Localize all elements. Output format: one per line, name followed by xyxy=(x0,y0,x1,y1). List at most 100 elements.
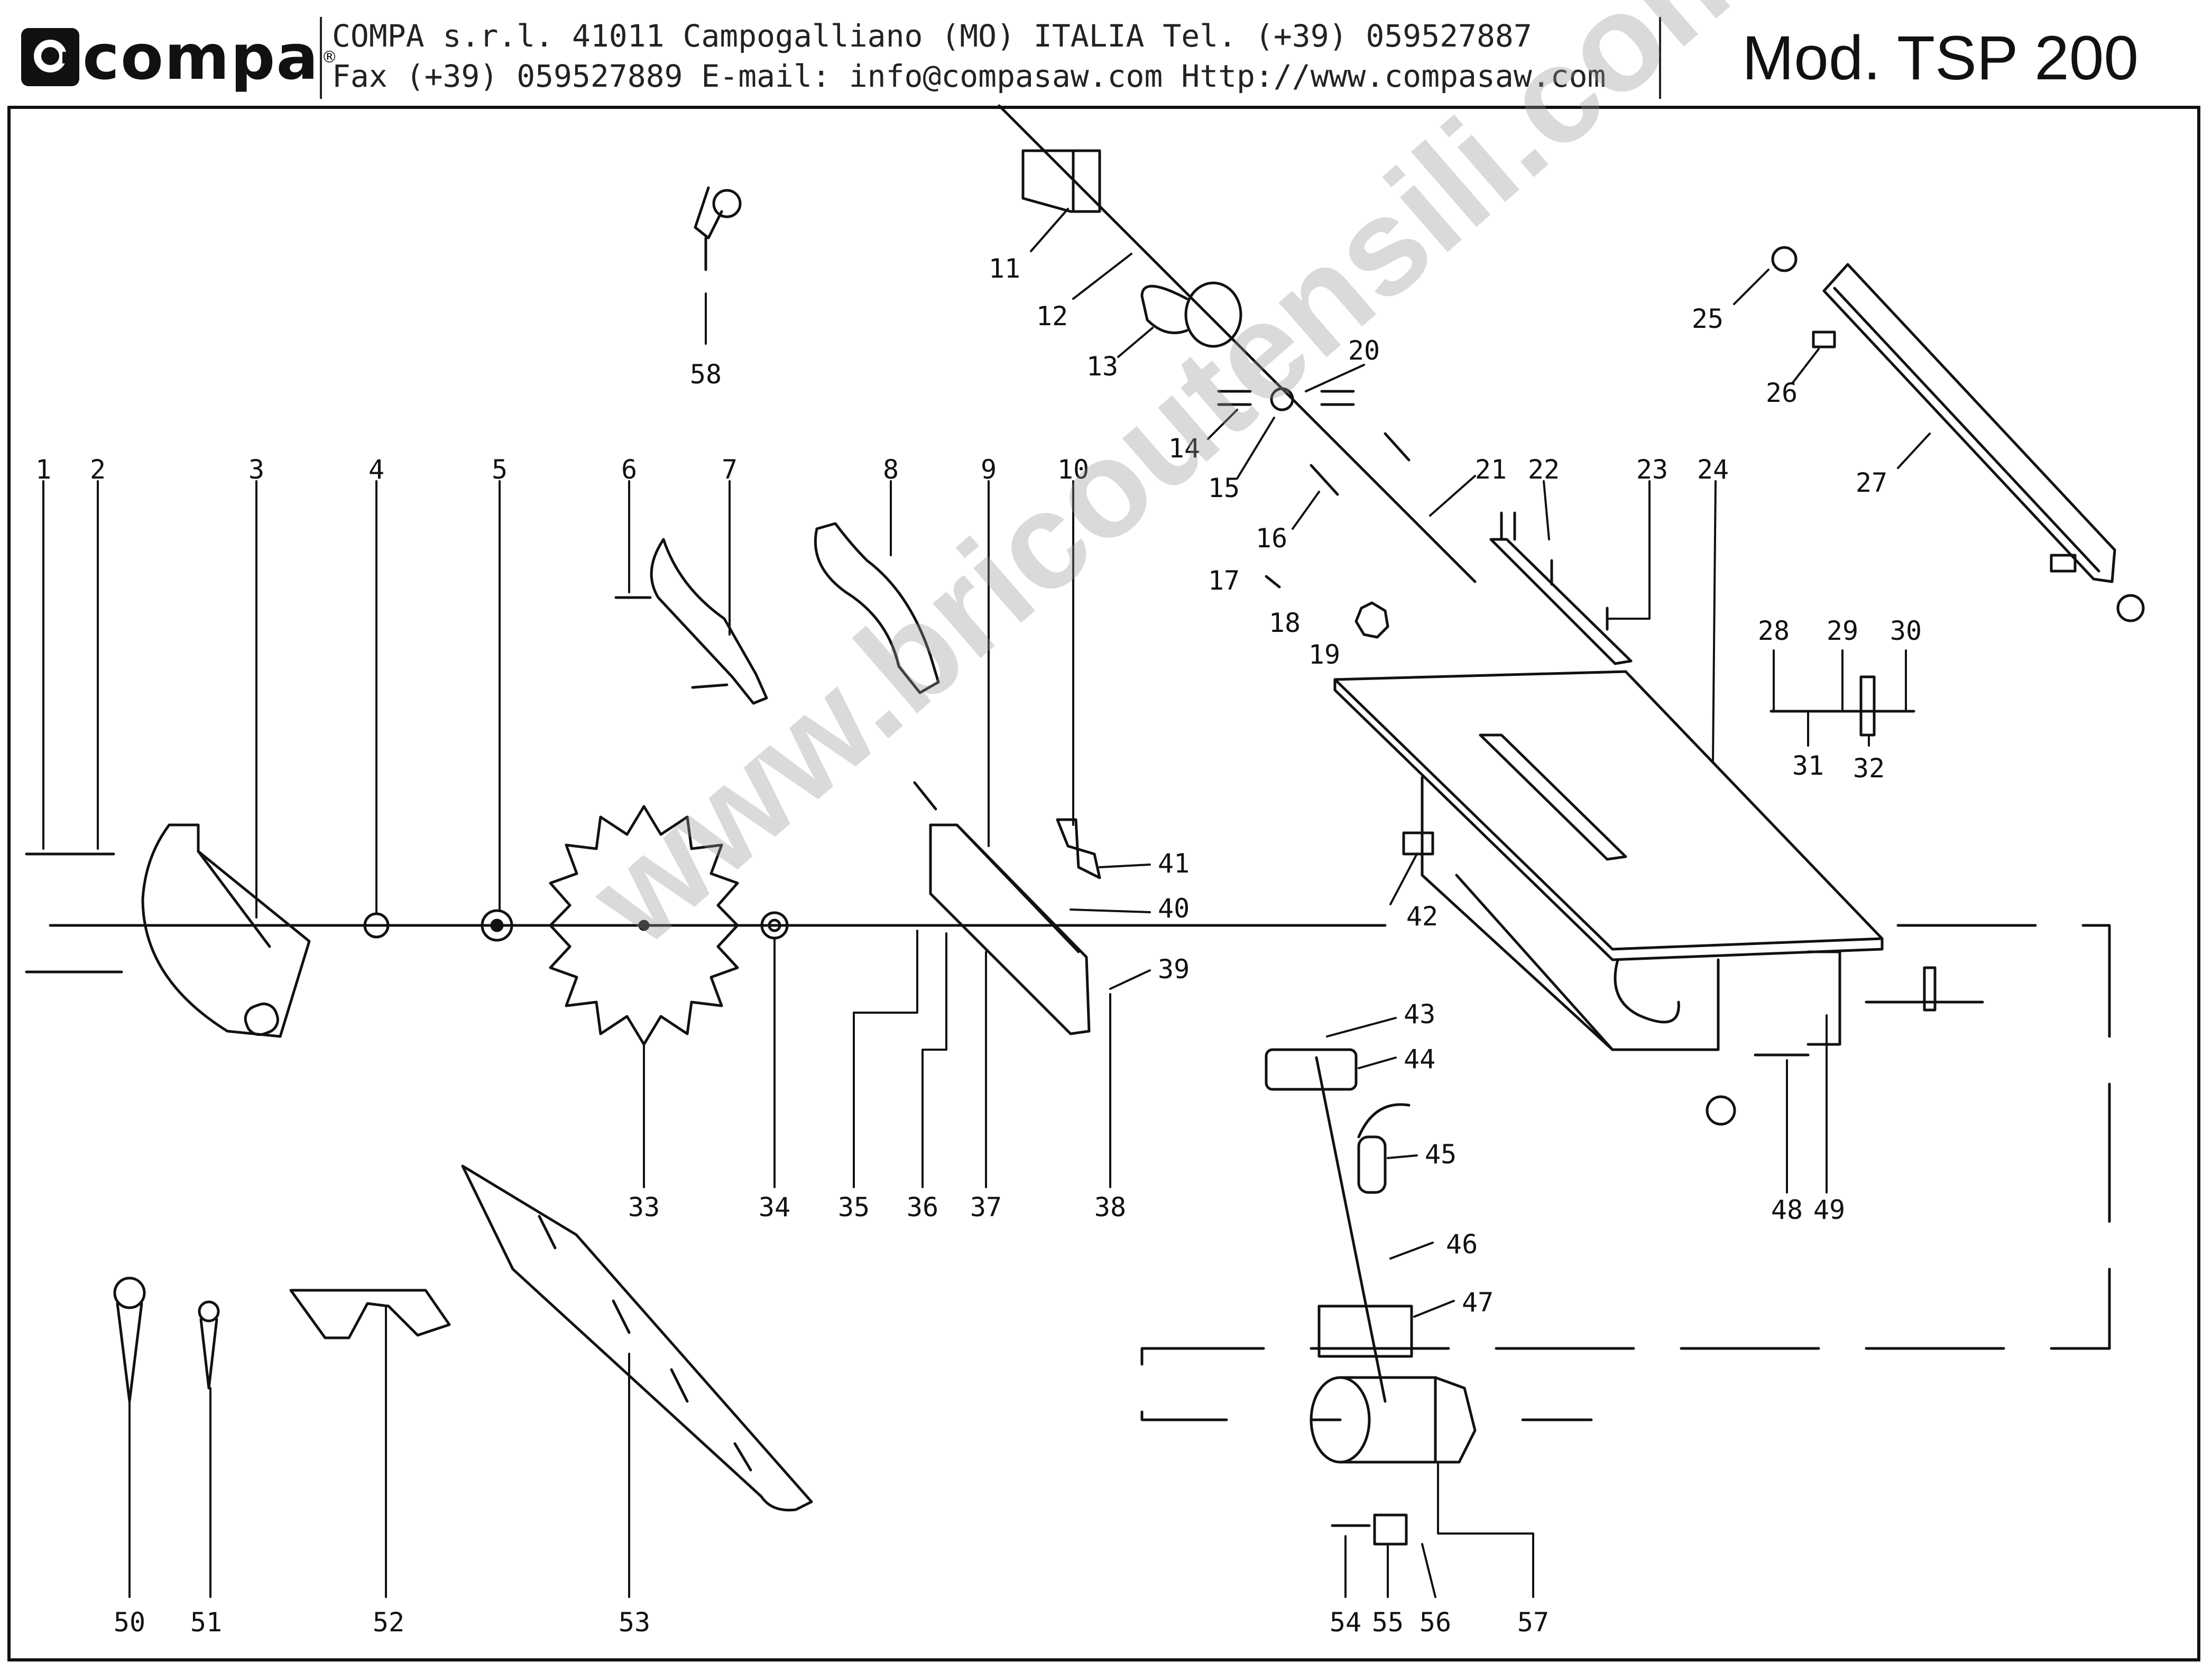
callout-56: 56 xyxy=(1420,1607,1451,1638)
callout-11: 11 xyxy=(989,253,1020,284)
callout-43: 43 xyxy=(1404,999,1435,1030)
part-8-upper-guard xyxy=(814,522,940,694)
registered-mark-icon: ® xyxy=(321,48,338,67)
contact-line-2: Fax (+39) 059527889 E-mail: info@compasa… xyxy=(332,58,1606,94)
callout-25: 25 xyxy=(1692,304,1723,334)
part-44-switch-housing xyxy=(1265,1048,1358,1091)
part-15-coupling xyxy=(1217,387,1355,411)
part-17-screw xyxy=(1265,575,1281,589)
part-47-switch-box xyxy=(1317,1305,1413,1358)
callout-34: 34 xyxy=(759,1192,790,1223)
part-25-washer xyxy=(1771,246,1798,272)
callout-26: 26 xyxy=(1766,378,1798,408)
callout-55: 55 xyxy=(1372,1607,1404,1638)
callout-33: 33 xyxy=(628,1192,660,1223)
callout-46: 46 xyxy=(1446,1229,1478,1260)
callout-41: 41 xyxy=(1158,848,1190,879)
part-58-plug xyxy=(694,186,742,271)
callout-7: 7 xyxy=(722,454,738,485)
callout-12: 12 xyxy=(1036,301,1068,332)
callout-53: 53 xyxy=(619,1607,650,1638)
tilt-knob xyxy=(1706,1095,1736,1126)
header-divider-right xyxy=(1659,17,1661,99)
callout-2: 2 xyxy=(90,454,106,485)
compa-logo: compa® xyxy=(21,20,337,94)
part-9-support-arm xyxy=(913,781,1091,1035)
callout-24: 24 xyxy=(1697,454,1729,485)
part-50-pin xyxy=(113,1277,146,1403)
callout-9: 9 xyxy=(981,454,997,485)
callout-37: 37 xyxy=(970,1192,1002,1223)
callout-22: 22 xyxy=(1528,454,1560,485)
part-52-plate xyxy=(289,1289,451,1339)
callout-21: 21 xyxy=(1475,454,1507,485)
contact-info: COMPA s.r.l. 41011 Campogalliano (MO) IT… xyxy=(332,16,1606,96)
part-11-bracket xyxy=(1021,149,1101,213)
header: compa® COMPA s.r.l. 41011 Campogalliano … xyxy=(0,0,2212,103)
part-51-pin xyxy=(198,1300,220,1390)
callout-51: 51 xyxy=(190,1607,222,1638)
callout-6: 6 xyxy=(621,454,637,485)
callout-8: 8 xyxy=(883,454,899,485)
fence-lock-right xyxy=(1865,966,1984,1012)
callout-54: 54 xyxy=(1330,1607,1361,1638)
capacitor-wire xyxy=(1357,1103,1411,1139)
callout-40: 40 xyxy=(1158,893,1190,924)
callout-42: 42 xyxy=(1406,901,1438,932)
callout-29: 29 xyxy=(1827,616,1858,646)
callout-50: 50 xyxy=(114,1607,145,1638)
motor-connection-dashed xyxy=(1140,924,2111,1421)
callout-23: 23 xyxy=(1636,454,1668,485)
callout-1: 1 xyxy=(35,454,51,485)
part-19-knob xyxy=(1354,601,1389,639)
upper-assembly-axis xyxy=(998,104,1477,583)
part-24-saw-table xyxy=(1333,670,1884,1051)
callout-35: 35 xyxy=(838,1192,870,1223)
part-26-nut xyxy=(1812,330,1836,348)
callout-38: 38 xyxy=(1094,1192,1126,1223)
callout-5: 5 xyxy=(492,454,508,485)
part-55-bracket xyxy=(1373,1513,1408,1546)
callout-30: 30 xyxy=(1890,616,1922,646)
part-12-roller xyxy=(1140,281,1242,348)
callout-45: 45 xyxy=(1425,1139,1457,1170)
callout-49: 49 xyxy=(1813,1195,1845,1225)
callout-32: 32 xyxy=(1853,753,1885,784)
callout-20: 20 xyxy=(1348,335,1380,366)
logo-text: compa xyxy=(82,21,320,94)
callout-28: 28 xyxy=(1758,616,1790,646)
callout-47: 47 xyxy=(1462,1287,1494,1318)
part-16-pin-2 xyxy=(1384,432,1411,462)
part-45-capacitor xyxy=(1357,1135,1387,1194)
callout-58: 58 xyxy=(690,359,722,390)
callout-39: 39 xyxy=(1158,954,1190,985)
callout-17: 17 xyxy=(1208,565,1240,596)
callout-57: 57 xyxy=(1517,1607,1549,1638)
part-16-pin xyxy=(1310,464,1339,496)
callout-48: 48 xyxy=(1771,1195,1803,1225)
part-22-rail xyxy=(1489,511,1633,665)
callout-27: 27 xyxy=(1856,467,1887,498)
part-53-push-stick xyxy=(461,1164,813,1512)
part-57-motor xyxy=(1310,1376,1477,1464)
model-title: Mod. TSP 200 xyxy=(1742,23,2139,93)
callout-10: 10 xyxy=(1057,454,1089,485)
callout-31: 31 xyxy=(1792,750,1824,781)
callout-19: 19 xyxy=(1308,639,1340,670)
part-5-flange xyxy=(481,909,513,942)
switch-cable xyxy=(1315,1056,1387,1403)
compa-logo-icon xyxy=(21,28,79,86)
part-42-block xyxy=(1402,831,1434,856)
part-7-riving-knife xyxy=(614,538,768,705)
diagram-frame xyxy=(7,106,2200,1661)
callout-52: 52 xyxy=(373,1607,404,1638)
callout-16: 16 xyxy=(1256,523,1287,554)
part-10-clamp xyxy=(1056,818,1101,879)
callout-15: 15 xyxy=(1208,473,1240,503)
callout-18: 18 xyxy=(1269,608,1301,638)
callout-36: 36 xyxy=(907,1192,938,1223)
callout-4: 4 xyxy=(368,454,384,485)
contact-line-1: COMPA s.r.l. 41011 Campogalliano (MO) IT… xyxy=(332,18,1532,54)
callout-44: 44 xyxy=(1404,1044,1435,1075)
